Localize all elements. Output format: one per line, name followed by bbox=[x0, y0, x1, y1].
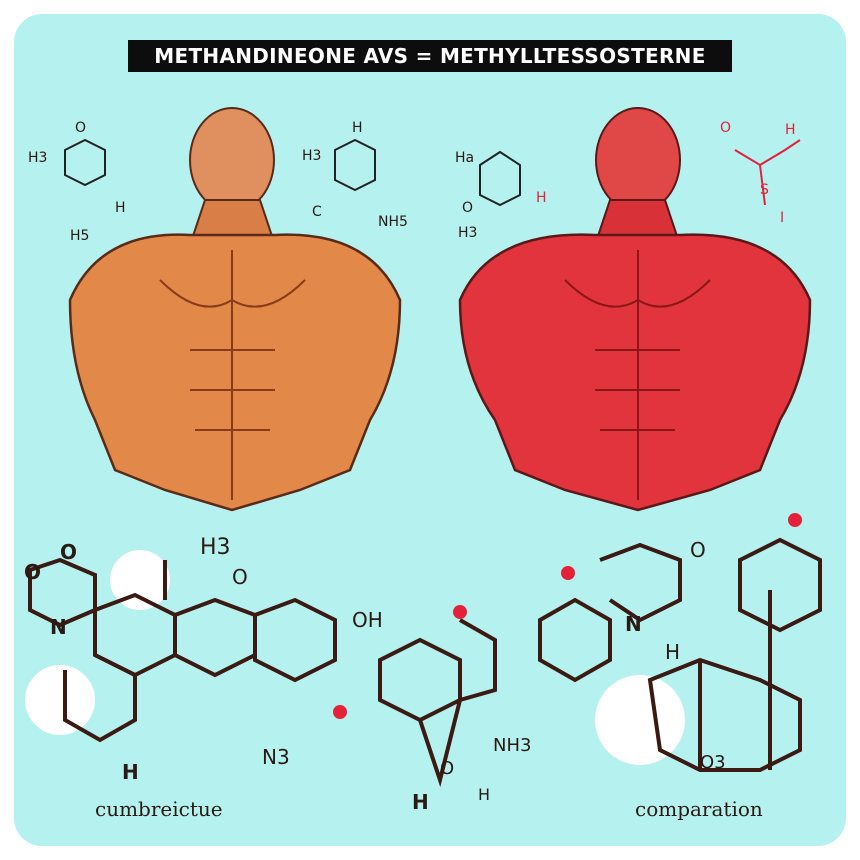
atom-label: NH5 bbox=[378, 214, 408, 230]
atom-label: O bbox=[720, 120, 732, 136]
atom-label: H3 bbox=[200, 535, 231, 560]
atom-label: H bbox=[665, 640, 681, 664]
atom-label: H bbox=[352, 120, 363, 136]
left-muscular-figure bbox=[68, 107, 402, 512]
bottom-left-molecule bbox=[28, 557, 337, 743]
atom-label: S bbox=[760, 182, 769, 198]
red-atom-dots bbox=[333, 513, 802, 719]
caption-left: cumbreictue bbox=[95, 797, 223, 821]
top-molecules bbox=[64, 138, 801, 207]
right-muscular-figure bbox=[458, 107, 812, 512]
bottom-right-molecule bbox=[538, 537, 822, 772]
atom-label: O bbox=[690, 538, 706, 562]
atom-label: H bbox=[412, 790, 429, 814]
atom-label: O bbox=[24, 560, 42, 584]
atom-label: H bbox=[536, 190, 547, 206]
atom-label: O bbox=[60, 540, 78, 564]
atom-label: H3 bbox=[28, 150, 48, 166]
atom-label: H bbox=[478, 785, 491, 804]
atom-label: I bbox=[780, 210, 785, 226]
atom-label: NH3 bbox=[493, 735, 532, 756]
title-banner: METHANDINEONE AVS = METHYLLTESSOSTERNE bbox=[128, 40, 732, 72]
atom-label: O bbox=[232, 565, 248, 589]
atom-label: H bbox=[122, 760, 139, 784]
bottom-middle-molecule bbox=[378, 618, 497, 788]
atom-label: N3 bbox=[262, 745, 290, 769]
atom-label: O bbox=[75, 120, 87, 136]
atom-label: N bbox=[50, 615, 67, 639]
atom-label: H bbox=[115, 200, 126, 216]
atom-label: N bbox=[625, 612, 642, 636]
atom-label: H bbox=[785, 122, 796, 138]
atom-label: C bbox=[312, 204, 322, 220]
atom-label: O bbox=[462, 200, 474, 216]
atom-label: OH bbox=[352, 608, 383, 632]
atom-label: Ha bbox=[455, 150, 475, 166]
atom-label: O3 bbox=[700, 752, 726, 773]
atom-label: H3 bbox=[302, 148, 322, 164]
atom-label: H5 bbox=[70, 228, 90, 244]
atom-label: H3 bbox=[458, 225, 478, 241]
caption-right: comparation bbox=[635, 797, 763, 821]
atom-label: O bbox=[440, 758, 455, 779]
